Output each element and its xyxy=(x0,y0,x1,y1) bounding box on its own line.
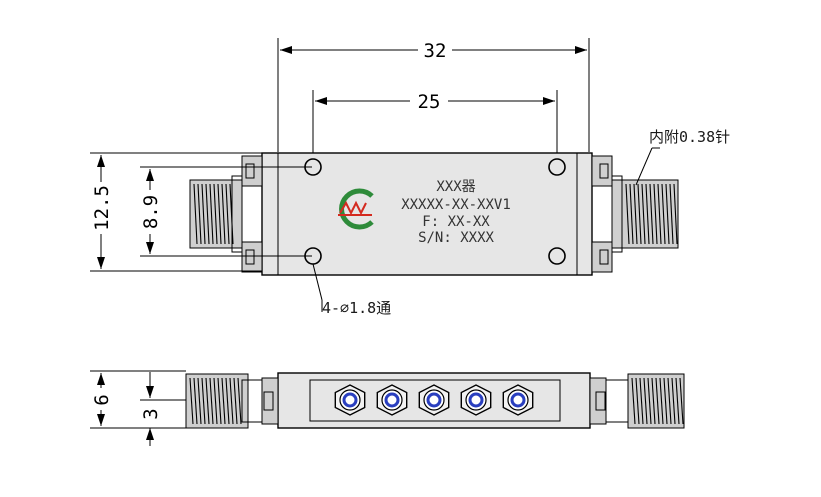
dim-side-half-height-label: 3 xyxy=(140,408,162,419)
thread-line xyxy=(201,183,206,245)
thread-line xyxy=(193,377,198,425)
left-connector-top xyxy=(189,175,243,253)
thread-line xyxy=(201,377,206,425)
thread-line xyxy=(209,183,214,245)
thread-line xyxy=(679,377,684,425)
mounting-holes xyxy=(304,158,566,265)
thread-line xyxy=(209,377,214,425)
thread-line xyxy=(667,377,672,425)
brand-logo xyxy=(338,188,374,230)
thread-line xyxy=(637,183,642,245)
thread-line xyxy=(217,183,222,245)
mounting-hole xyxy=(548,247,566,265)
thread-line xyxy=(643,377,648,425)
thread-line xyxy=(205,377,210,425)
thread-line xyxy=(673,183,678,245)
top-view: 32 25 xyxy=(90,38,730,317)
thread-line xyxy=(661,183,666,245)
thread-line xyxy=(641,183,646,245)
product-frequency: F: XX-XX xyxy=(422,214,490,230)
thread-line xyxy=(651,377,656,425)
thread-line xyxy=(213,377,218,425)
thread-line xyxy=(633,183,638,245)
product-serial: S/N: XXXX xyxy=(418,230,494,246)
thread-line xyxy=(233,377,238,425)
thread-line xyxy=(635,377,640,425)
tuning-screw-head xyxy=(510,392,526,408)
thread-line xyxy=(663,377,668,425)
thread-line xyxy=(629,183,634,245)
tuning-screws xyxy=(334,384,534,416)
thread-line xyxy=(225,183,230,245)
dim-side-height-label: 6 xyxy=(91,394,113,405)
dim-side-half-height: 3 xyxy=(140,372,186,446)
thread-line xyxy=(639,377,644,425)
thread-line xyxy=(631,377,636,425)
right-connector-top xyxy=(611,147,679,253)
thread-line xyxy=(205,183,210,245)
thread-line xyxy=(645,183,650,245)
tuning-screw-head xyxy=(468,392,484,408)
thread-line xyxy=(665,183,670,245)
pin-note: 内附0.38针 xyxy=(649,128,730,146)
product-label: XXX器 XXXXX-XX-XXV1 F: XX-XX S/N: XXXX xyxy=(401,179,511,246)
tuning-screw-head xyxy=(426,392,442,408)
product-name: XXX器 xyxy=(436,179,475,195)
thread-line xyxy=(189,377,194,425)
dim-hole-spacing-label: 25 xyxy=(418,91,441,113)
thread-line xyxy=(653,183,658,245)
thread-line xyxy=(225,377,230,425)
dim-overall-height: 12.5 xyxy=(90,152,262,272)
thread-line xyxy=(237,377,242,425)
product-model: XXXXX-XX-XXV1 xyxy=(401,197,511,213)
thread-line xyxy=(197,183,202,245)
tuning-screw-head xyxy=(384,392,400,408)
dim-hole-spacing: 25 xyxy=(312,90,558,158)
mounting-hole xyxy=(548,158,566,176)
dim-side-height: 6 xyxy=(90,370,186,429)
thread-line xyxy=(625,183,630,245)
thread-line xyxy=(669,183,674,245)
thread-line xyxy=(229,377,234,425)
hole-note: 4-⌀1.8通 xyxy=(322,299,391,317)
thread-line xyxy=(655,377,660,425)
thread-line xyxy=(657,183,662,245)
thread-line xyxy=(671,377,676,425)
thread-line xyxy=(217,377,222,425)
filter-housing-side xyxy=(277,372,591,429)
thread-line xyxy=(647,377,652,425)
thread-line xyxy=(229,183,234,245)
thread-line xyxy=(659,377,664,425)
thread-line xyxy=(193,183,198,245)
thread-line xyxy=(649,183,654,245)
dim-overall-length-label: 32 xyxy=(424,40,447,62)
dim-overall-height-label: 12.5 xyxy=(91,185,113,231)
dim-hole-height-label: 8.9 xyxy=(140,195,162,229)
thread-line xyxy=(213,183,218,245)
thread-line xyxy=(221,183,226,245)
dim-overall-length: 32 xyxy=(277,38,590,152)
dim-hole-height: 8.9 xyxy=(140,166,312,257)
thread-line xyxy=(197,377,202,425)
thread-line xyxy=(675,377,680,425)
thread-line xyxy=(221,377,226,425)
side-view: 6 3 xyxy=(90,370,685,446)
tuning-screw-head xyxy=(342,392,358,408)
